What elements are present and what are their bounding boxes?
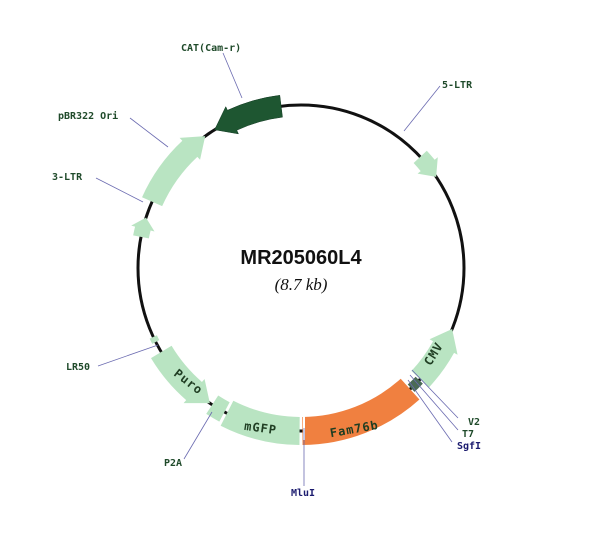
5-ltr-label: 5-LTR bbox=[442, 80, 473, 91]
lr50-feature[interactable] bbox=[149, 335, 160, 344]
cat-leader bbox=[222, 52, 243, 99]
3-ltr-label: 3-LTR bbox=[52, 172, 83, 183]
v2-label: V2 bbox=[468, 417, 480, 428]
cat-feature[interactable] bbox=[214, 95, 283, 135]
sgfi-label: SgfI bbox=[457, 441, 481, 452]
lr50-label: LR50 bbox=[66, 362, 90, 373]
5-ltr-feature[interactable] bbox=[413, 150, 438, 177]
t7-label: T7 bbox=[462, 429, 474, 440]
3-ltr-leader bbox=[95, 177, 144, 203]
mgfp-feature[interactable] bbox=[220, 400, 300, 445]
p2a-label: P2A bbox=[164, 458, 182, 469]
5-ltr-leader bbox=[403, 85, 441, 132]
p2a-feature[interactable] bbox=[206, 395, 230, 422]
v2-leader bbox=[411, 369, 459, 419]
mlui-label: MluI bbox=[291, 488, 315, 499]
mgfp-text: mGFP bbox=[243, 419, 278, 437]
cmv-feature[interactable] bbox=[411, 329, 458, 388]
cat-label: CAT(Cam-r) bbox=[181, 43, 241, 54]
p2a-leader bbox=[183, 411, 213, 460]
3-ltr-feature[interactable] bbox=[131, 217, 155, 239]
fam76b-feature[interactable] bbox=[302, 378, 420, 445]
pbr322-ori-feature[interactable] bbox=[142, 136, 206, 207]
plasmid-size: (8.7 kb) bbox=[275, 275, 328, 294]
backbone-circle bbox=[136, 103, 466, 433]
pbr322-label: pBR322 Ori bbox=[58, 110, 118, 122]
t7-leader bbox=[409, 374, 459, 431]
puro-feature[interactable] bbox=[150, 345, 210, 404]
pbr322-leader bbox=[129, 117, 169, 148]
sgfi-leader bbox=[407, 379, 453, 443]
lr50-leader bbox=[97, 344, 159, 367]
plasmid-name: MR205060L4 bbox=[240, 247, 362, 269]
v2-feature[interactable] bbox=[407, 376, 423, 392]
